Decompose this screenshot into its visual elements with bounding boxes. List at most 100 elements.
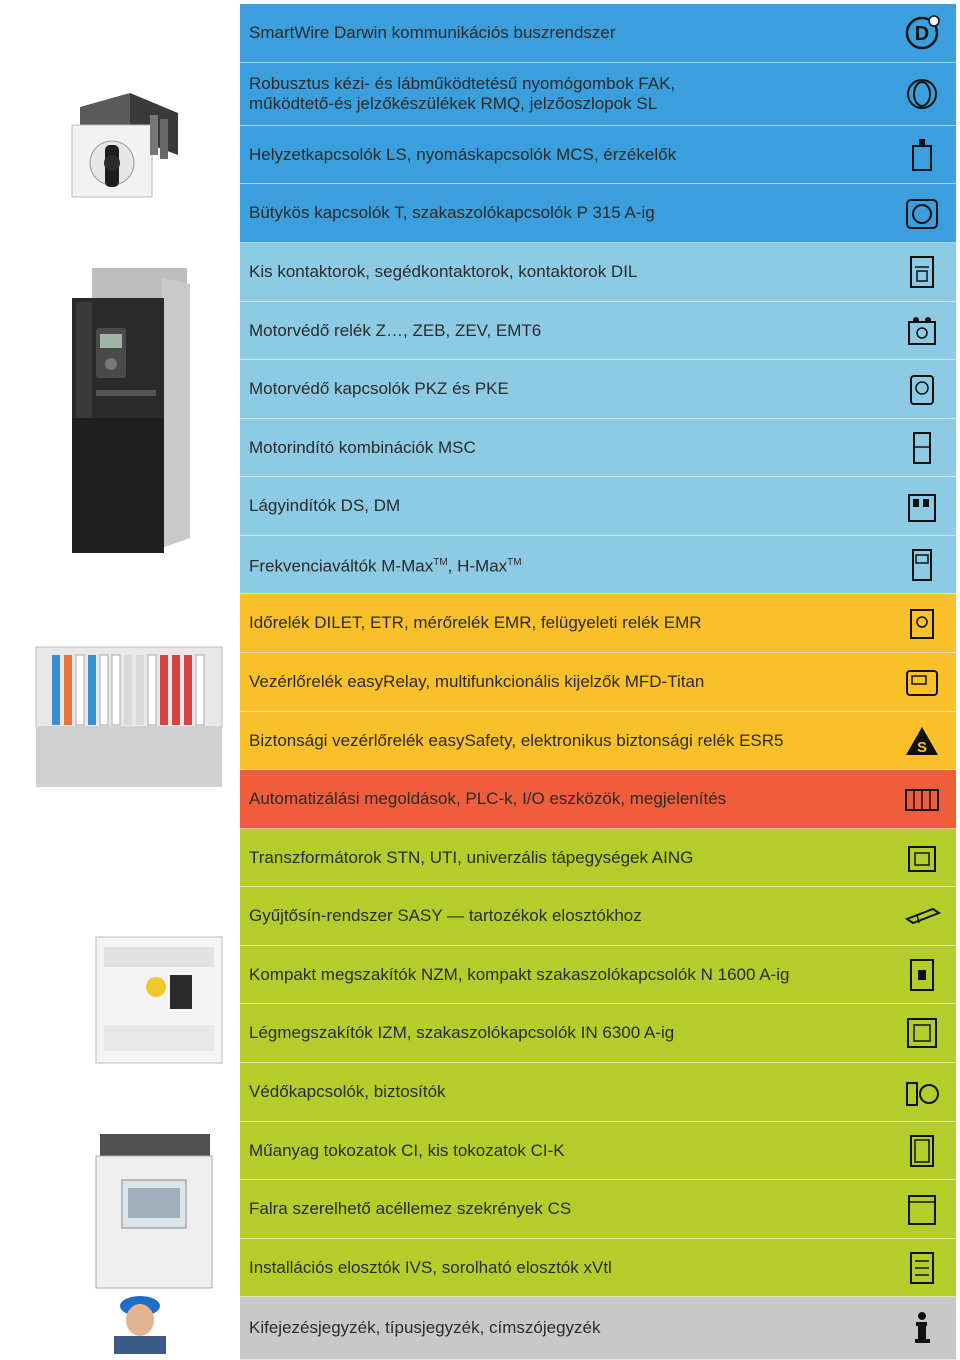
category-label-part: , H-Max: [447, 556, 508, 576]
product-category-list: SmartWire Darwin kommunikációs buszrends…: [240, 4, 956, 1360]
category-row[interactable]: Transzformátorok STN, UTI, univerzális t…: [240, 829, 956, 887]
category-label-line: Légmegszakítók IZM, szakaszolókapcsolók …: [249, 1023, 675, 1042]
category-row[interactable]: Vezérlőrelék easyRelay, multifunkcionáli…: [240, 653, 956, 712]
category-row[interactable]: Kompakt megszakítók NZM, kompakt szakasz…: [240, 946, 956, 1004]
svg-text:S: S: [917, 739, 927, 756]
trademark-mark: TM: [433, 556, 448, 568]
category-label: Gyűjtősín-rendszer SASY — tartozékok elo…: [249, 906, 902, 926]
transformer-icon: [902, 838, 942, 878]
category-label-line: Védőkapcsolók, biztosítók: [249, 1082, 446, 1101]
io-system-photo: [35, 646, 223, 787]
category-row[interactable]: Installációs elosztók IVS, sorolható elo…: [240, 1239, 956, 1297]
info-icon: [902, 1308, 942, 1348]
circuit-breaker-icon: [902, 955, 942, 995]
control-relay-icon: [902, 662, 942, 702]
category-label: Kompakt megszakítók NZM, kompakt szakasz…: [249, 965, 902, 985]
category-row[interactable]: Automatizálási megoldások, PLC-k, I/O es…: [240, 770, 956, 829]
smartwire-d-icon: D: [902, 13, 942, 53]
category-label-part: Frekvenciaváltók M-Max: [249, 556, 434, 576]
category-row[interactable]: Lágyindítók DS, DM: [240, 477, 956, 536]
category-label: Bütykös kapcsolók T, szakaszolókapcsolók…: [249, 203, 902, 223]
timing-relay-icon: [902, 603, 942, 643]
category-label: Motorvédő relék Z…, ZEB, ZEV, EMT6: [249, 321, 902, 341]
category-row[interactable]: Falra szerelhető acéllemez szekrények CS: [240, 1180, 956, 1239]
category-label: Frekvenciaváltók M-MaxTM, H-MaxTM: [249, 553, 902, 577]
fuse-icon: [902, 1072, 942, 1112]
category-label: Kifejezésjegyzék, típusjegyzék, címszóje…: [249, 1318, 902, 1338]
category-label: Időrelék DILET, ETR, mérőrelék EMR, felü…: [249, 613, 902, 633]
category-row[interactable]: Időrelék DILET, ETR, mérőrelék EMR, felü…: [240, 594, 956, 653]
category-label-line: Motorvédő relék Z…, ZEB, ZEV, EMT6: [249, 320, 542, 340]
product-photos-column: [0, 0, 240, 1354]
category-label: Védőkapcsolók, biztosítók: [249, 1082, 902, 1102]
category-label: Biztonsági vezérlőrelék easySafety, elek…: [249, 731, 902, 751]
category-label: Falra szerelhető acéllemez szekrények CS: [249, 1199, 902, 1219]
category-row[interactable]: Motorvédő relék Z…, ZEB, ZEV, EMT6: [240, 302, 956, 360]
plc-icon: [902, 779, 942, 819]
category-row[interactable]: Motorindító kombinációk MSC: [240, 419, 956, 477]
category-row[interactable]: Légmegszakítók IZM, szakaszolókapcsolók …: [240, 1004, 956, 1063]
air-circuit-breaker-icon: [902, 1013, 942, 1053]
category-label-line: Lágyindítók DS, DM: [249, 496, 401, 515]
overload-relay-icon: [902, 311, 942, 351]
frequency-inverter-photo: [72, 268, 190, 553]
category-label: Robusztus kézi- és lábműködtetésű nyomóg…: [249, 74, 902, 114]
category-label: Motorindító kombinációk MSC: [249, 438, 902, 458]
category-row[interactable]: SmartWire Darwin kommunikációs buszrends…: [240, 4, 956, 63]
pushbutton-icon: [902, 74, 942, 114]
category-label-line: Motorvédő kapcsolók PKZ és PKE: [249, 379, 509, 398]
soft-starter-icon: [902, 486, 942, 526]
distribution-board-icon: [902, 1248, 942, 1288]
category-label: Lágyindítók DS, DM: [249, 496, 902, 516]
category-row[interactable]: Motorvédő kapcsolók PKZ és PKE: [240, 360, 956, 419]
cam-switch-icon: [902, 193, 942, 233]
category-label: Műanyag tokozatok CI, kis tokozatok CI-K: [249, 1141, 902, 1161]
plastic-enclosure-photo: [95, 1134, 213, 1289]
category-row[interactable]: Robusztus kézi- és lábműködtetésű nyomóg…: [240, 63, 956, 126]
contactor-icon: [902, 252, 942, 292]
category-label-line: SmartWire Darwin kommunikációs buszrends…: [249, 23, 616, 42]
trademark-mark: TM: [507, 556, 522, 568]
category-row[interactable]: Bütykös kapcsolók T, szakaszolókapcsolók…: [240, 184, 956, 243]
category-label-line: Motorindító kombinációk MSC: [249, 437, 476, 457]
category-label-line: Bütykös kapcsolók T, szakaszolókapcsolók…: [249, 203, 655, 222]
category-label-line: Gyűjtősín-rendszer SASY — tartozékok elo…: [249, 906, 642, 925]
category-label-line: működtető-és jelzőkészülékek RMQ, jelzőo…: [249, 94, 658, 113]
worker-photo: [114, 1296, 166, 1354]
position-switch-icon: [902, 135, 942, 175]
category-row[interactable]: Kifejezésjegyzék, típusjegyzék, címszóje…: [240, 1297, 956, 1360]
frequency-inverter-icon: [902, 545, 942, 585]
category-label-line: Installációs elosztók IVS, sorolható elo…: [249, 1257, 612, 1277]
category-label-line: Időrelék DILET, ETR, mérőrelék EMR, felü…: [249, 613, 702, 632]
category-label: Transzformátorok STN, UTI, univerzális t…: [249, 848, 902, 868]
category-row[interactable]: Gyűjtősín-rendszer SASY — tartozékok elo…: [240, 887, 956, 946]
circuit-breaker-photo: [95, 936, 223, 1064]
busbar-icon: [902, 896, 942, 936]
category-label-line: Biztonsági vezérlőrelék easySafety, elek…: [249, 730, 784, 750]
category-label-line: Helyzetkapcsolók LS, nyomáskapcsolók MCS…: [249, 144, 677, 164]
category-row[interactable]: Kis kontaktorok, segédkontaktorok, konta…: [240, 243, 956, 302]
category-row[interactable]: Műanyag tokozatok CI, kis tokozatok CI-K: [240, 1122, 956, 1180]
category-label-line: Kis kontaktorok, segédkontaktorok, konta…: [249, 262, 638, 281]
svg-text:D: D: [915, 23, 929, 45]
enclosure-icon: [902, 1131, 942, 1171]
motor-protective-switch-icon: [902, 369, 942, 409]
category-label-line: Műanyag tokozatok CI, kis tokozatok CI-K: [249, 1140, 565, 1160]
category-label-line: Vezérlőrelék easyRelay, multifunkcionáli…: [249, 672, 705, 691]
category-row[interactable]: Helyzetkapcsolók LS, nyomáskapcsolók MCS…: [240, 126, 956, 184]
category-label: Motorvédő kapcsolók PKZ és PKE: [249, 379, 902, 399]
cam-switch-photo: [71, 93, 178, 198]
category-label: Légmegszakítók IZM, szakaszolókapcsolók …: [249, 1023, 902, 1043]
category-label: Installációs elosztók IVS, sorolható elo…: [249, 1258, 902, 1278]
category-label: Kis kontaktorok, segédkontaktorok, konta…: [249, 262, 902, 282]
motor-starter-icon: [902, 428, 942, 468]
category-row[interactable]: Frekvenciaváltók M-MaxTM, H-MaxTM: [240, 536, 956, 594]
category-label: SmartWire Darwin kommunikációs buszrends…: [249, 23, 902, 43]
category-label-line: Transzformátorok STN, UTI, univerzális t…: [249, 847, 694, 867]
steel-cabinet-icon: [902, 1189, 942, 1229]
category-label-line: Robusztus kézi- és lábműködtetésű nyomóg…: [249, 74, 676, 93]
category-label-line: Kompakt megszakítók NZM, kompakt szakasz…: [249, 964, 790, 984]
category-row[interactable]: Védőkapcsolók, biztosítók: [240, 1063, 956, 1122]
category-row[interactable]: Biztonsági vezérlőrelék easySafety, elek…: [240, 712, 956, 770]
category-label-line: Kifejezésjegyzék, típusjegyzék, címszóje…: [249, 1318, 601, 1337]
